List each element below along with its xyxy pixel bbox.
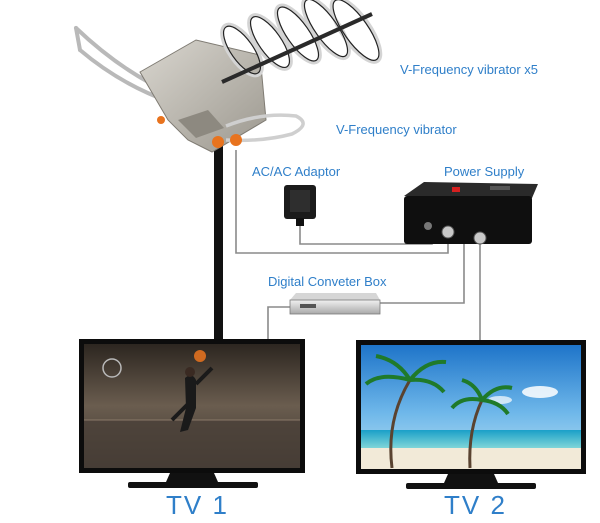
tv1-screen-scene [84, 350, 300, 468]
vibrator-elements [220, 0, 383, 78]
cable-converter-to-tv1 [267, 306, 290, 345]
tv-1 [79, 339, 305, 488]
label-ac-adaptor: AC/AC Adaptor [252, 164, 341, 179]
label-vibrator-x5: V-Frequency vibrator x5 [400, 62, 539, 77]
cable-power-supply-to-converter [380, 244, 465, 304]
label-vibrator: V-Frequency vibrator [336, 122, 457, 137]
tv2-screen-scene [361, 354, 581, 469]
mast-pole [214, 145, 223, 345]
label-tv-1: TV 1 [166, 490, 229, 520]
antenna [74, 0, 383, 153]
label-power-supply: Power Supply [444, 164, 525, 179]
digital-converter-box [289, 293, 381, 315]
label-tv-2: TV 2 [444, 490, 507, 520]
tv-2 [356, 340, 586, 489]
orange-connectors [157, 116, 242, 148]
label-converter-box: Digital Conveter Box [268, 274, 387, 289]
cables [235, 150, 481, 345]
cable-antenna-to-power-supply [235, 150, 449, 254]
antenna-boom [221, 12, 373, 84]
ac-adaptor [284, 185, 316, 226]
power-supply-unit [404, 182, 538, 245]
single-vibrator-element [225, 113, 305, 143]
